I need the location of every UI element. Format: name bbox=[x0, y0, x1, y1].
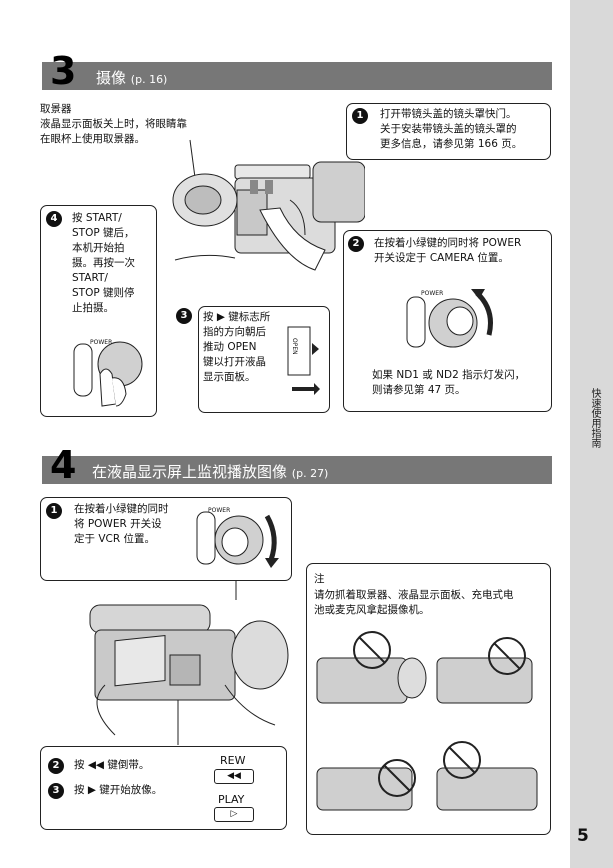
step3-header-bar bbox=[42, 62, 552, 90]
step4-box1-line: 将 POWER 开关设 bbox=[74, 518, 162, 530]
rew-label: REW bbox=[220, 754, 246, 767]
viewfinder-text-1: 液晶显示面板关上时，将眼睛靠 bbox=[40, 118, 187, 130]
step3-box1-line: 关于安装带镜头盖的镜头罩的 bbox=[380, 123, 517, 135]
step3-box2-note-line: 则请参见第 47 页。 bbox=[372, 384, 466, 396]
step3-box2-line: 开关设定于 CAMERA 位置。 bbox=[374, 252, 509, 264]
step4-rew-number: 2 bbox=[48, 758, 64, 774]
step3-box1-line: 打开带镜头盖的镜头罩快门。 bbox=[380, 108, 517, 120]
open-switch-icon bbox=[287, 326, 320, 395]
vcr-dial-icon bbox=[196, 511, 279, 568]
power-dial-icon bbox=[406, 289, 493, 348]
step3-box3-line: 键以打开液晶 bbox=[203, 356, 266, 368]
open-label: OPEN bbox=[291, 338, 298, 355]
step4-play-text: 按 ▶ 键开始放像。 bbox=[74, 784, 163, 796]
step3-box4-line: STOP 键后， bbox=[72, 227, 135, 239]
step3-box2-note-line: 如果 ND1 或 ND2 指示灯发闪， bbox=[372, 369, 526, 381]
step3-title: 摄像 (p. 16) bbox=[96, 67, 167, 88]
step3-box3-line: 显示面板。 bbox=[203, 371, 256, 383]
step3-box4-line: 按 START/ bbox=[72, 212, 122, 224]
step3-box1-number: 1 bbox=[352, 108, 368, 124]
play-label: PLAY bbox=[218, 793, 245, 806]
playback-camcorder-illustration bbox=[89, 604, 289, 736]
page-number: 5 bbox=[577, 826, 589, 846]
viewfinder-note: 取景器 液晶显示面板关上时，将眼睛靠 在眼杯上使用取景器。 bbox=[40, 102, 240, 147]
step4-header-bar bbox=[42, 456, 552, 484]
step3-box2-text: 在按着小绿键的同时将 POWER 开关设定于 CAMERA 位置。 bbox=[374, 236, 550, 266]
step3-box4-number: 4 bbox=[46, 211, 62, 227]
viewfinder-text-2: 在眼杯上使用取景器。 bbox=[40, 133, 145, 145]
step3-title-text: 摄像 bbox=[96, 69, 127, 87]
step3-box-1 bbox=[346, 103, 551, 160]
step3-box-4 bbox=[40, 205, 157, 417]
step4-title: 在液晶显示屏上监视播放图像 (p. 27) bbox=[92, 461, 328, 482]
step4-box1-number: 1 bbox=[46, 503, 62, 519]
step3-box3-text: 按 ▶ 键标志所 指的方向朝后 推动 OPEN 键以打开液晶 显示面板。 bbox=[203, 310, 285, 385]
step3-box4-line: START/ bbox=[72, 272, 108, 284]
step3-box2-note: 如果 ND1 或 ND2 指示灯发闪， 则请参见第 47 页。 bbox=[372, 368, 548, 398]
step3-box3-line: 按 ▶ 键标志所 bbox=[203, 311, 271, 323]
step3-box4-line: 本机开始拍 bbox=[72, 242, 125, 254]
step3-box3-line: 指的方向朝后 bbox=[203, 326, 266, 338]
step3-box1-text: 打开带镜头盖的镜头罩快门。 关于安装带镜头盖的镜头罩的 更多信息，请参见第 16… bbox=[380, 107, 548, 152]
sidebar-label: 快速使用指南 bbox=[589, 388, 600, 448]
play-button: ▷ bbox=[214, 807, 254, 822]
step3-box4-text: 按 START/ STOP 键后， 本机开始拍 摄。再按一次 START/ ST… bbox=[72, 211, 154, 316]
note-title: 注 bbox=[314, 573, 325, 585]
step3-ref: (p. 16) bbox=[130, 73, 168, 86]
rew-button: ◀◀ bbox=[214, 769, 254, 784]
step3-number: 3 bbox=[50, 49, 77, 93]
step4-box1-line: 在按着小绿键的同时 bbox=[74, 503, 169, 515]
step3-box1-line: 更多信息，请参见第 166 页。 bbox=[380, 138, 523, 150]
step3-box3-line: 推动 OPEN bbox=[203, 341, 257, 353]
viewfinder-label: 取景器 bbox=[40, 103, 72, 115]
camcorder-illustration bbox=[172, 161, 365, 271]
step3-box3-number: 3 bbox=[176, 308, 192, 324]
step4-title-text: 在液晶显示屏上监视播放图像 bbox=[92, 463, 288, 481]
step3-box4-line: 摄。再按一次 bbox=[72, 257, 135, 269]
step4-box1-line: 定于 VCR 位置。 bbox=[74, 533, 155, 545]
step4-box-2 bbox=[40, 746, 287, 830]
note-text: 请勿抓着取景器、液晶显示面板、充电式电 池或麦克风拿起摄像机。 bbox=[314, 588, 546, 618]
sidebar-tab bbox=[570, 0, 613, 868]
note-line: 请勿抓着取景器、液晶显示面板、充电式电 bbox=[314, 589, 514, 601]
step4-rew-text: 按 ◀◀ 键倒带。 bbox=[74, 759, 150, 771]
step4-play-number: 3 bbox=[48, 783, 64, 799]
step3-box2-number: 2 bbox=[348, 236, 364, 252]
step4-ref: (p. 27) bbox=[291, 467, 329, 480]
start-dial-label: POWER bbox=[90, 339, 113, 346]
step4-box1-text: 在按着小绿键的同时 将 POWER 开关设 定于 VCR 位置。 bbox=[74, 502, 194, 547]
step3-box4-line: STOP 键则停 bbox=[72, 287, 135, 299]
note-line: 池或麦克风拿起摄像机。 bbox=[314, 604, 430, 616]
step3-box4-line: 止拍摄。 bbox=[72, 302, 114, 314]
vcr-dial-label: POWER bbox=[208, 507, 231, 514]
prohibited-handling-illustrations bbox=[316, 631, 538, 811]
step3-box2-line: 在按着小绿键的同时将 POWER bbox=[374, 237, 522, 249]
step4-number: 4 bbox=[50, 443, 77, 487]
start-stop-hand-icon bbox=[73, 341, 143, 407]
power-dial-label: POWER bbox=[421, 290, 444, 297]
